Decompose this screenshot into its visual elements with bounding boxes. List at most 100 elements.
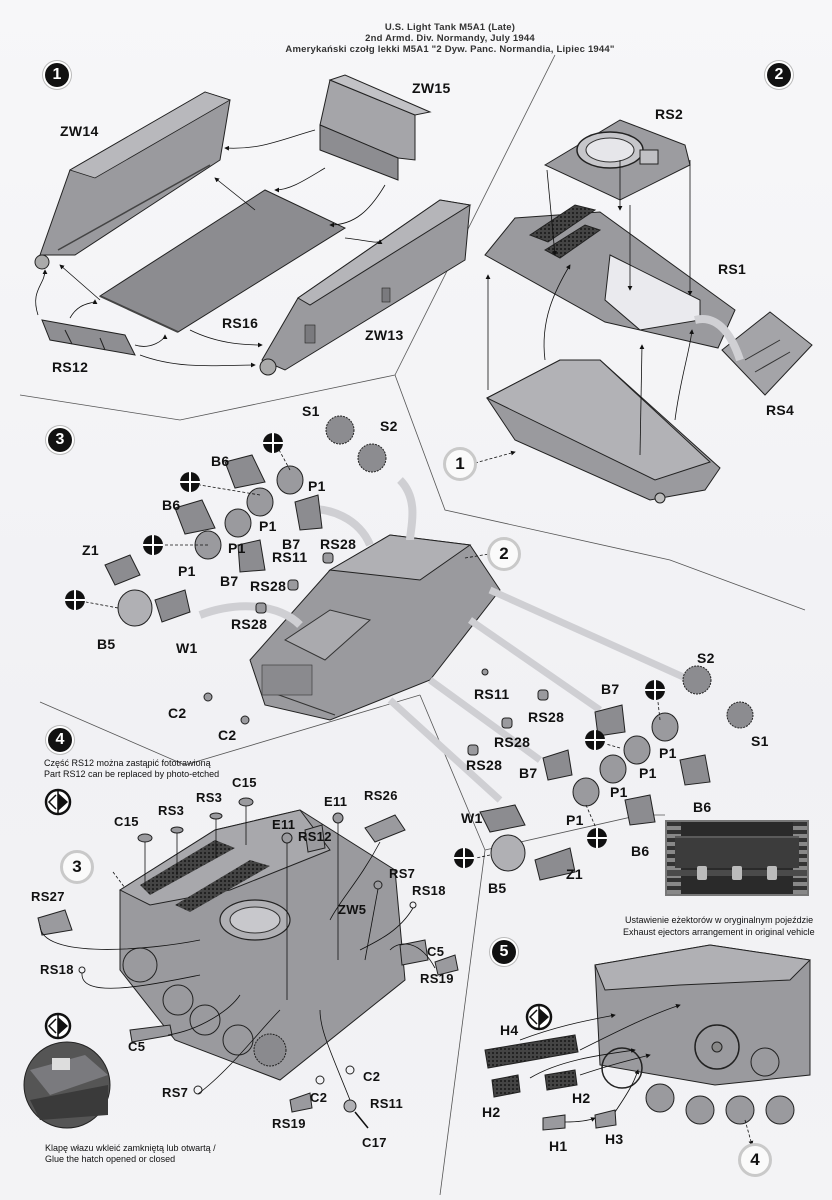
rs12-replacement-note-en: Part RS12 can be replaced by photo-etche… (44, 769, 220, 779)
rs26-part (364, 814, 406, 843)
step1-zw14-side-plate (34, 91, 231, 270)
road-wheel (224, 508, 252, 538)
small-part (481, 668, 489, 676)
bogie (542, 749, 573, 781)
flip-view-icon (525, 1003, 553, 1031)
rs3-part (209, 812, 223, 820)
step1-assembly-arrows (35, 129, 386, 368)
part-label-rs28: RS28 (466, 757, 503, 773)
part-label-rs28: RS28 (231, 616, 268, 632)
flip-view-icon (44, 788, 72, 816)
subassembly-ref-1: 1 (443, 447, 477, 481)
idler-wheel (117, 589, 153, 627)
header-subtitle: 2nd Armd. Div. Normandy, July 1944 (365, 33, 535, 44)
step5-exhaust-parts (484, 1034, 617, 1131)
step3-hull-assembly (249, 534, 501, 721)
part-label-rs26: RS26 (364, 788, 398, 803)
rs12-part (304, 824, 326, 853)
part-label-b6: B6 (631, 843, 650, 859)
cross-circle-icon (645, 680, 665, 700)
step3-right-flow-arrows (387, 586, 692, 803)
part-label-zw15: ZW15 (412, 80, 451, 96)
road-wheel (246, 487, 274, 517)
hatch-note-en: Glue the hatch opened or closed (45, 1154, 176, 1164)
step1-zw13-side-plate (259, 199, 472, 376)
part-label-b7: B7 (282, 536, 301, 552)
part-label-rs7: RS7 (389, 866, 416, 881)
part-label-b7: B7 (220, 573, 239, 589)
bogie (624, 794, 656, 826)
bogie (679, 754, 711, 786)
part-label-rs7: RS7 (162, 1085, 189, 1100)
part-label-p1: P1 (178, 563, 196, 579)
rs18-part (409, 901, 417, 909)
part-label-p1: P1 (610, 784, 628, 800)
part-label-z1: Z1 (566, 866, 583, 882)
part-label-rs11: RS11 (474, 686, 510, 702)
bolt (322, 552, 334, 564)
step-number-2: 2 (767, 63, 791, 87)
step3-left-bolts (203, 552, 334, 725)
step1-rs12-front-bar (41, 319, 136, 356)
part-label-e11: E11 (324, 794, 348, 809)
rs27-part (37, 909, 73, 936)
road-wheel (623, 735, 651, 765)
idler-arm (479, 804, 526, 833)
step4-tank-hull (118, 809, 406, 1081)
part-label-rs11: RS11 (370, 1096, 404, 1111)
cross-circle-icon (454, 848, 474, 868)
part-label-h3: H3 (605, 1131, 624, 1147)
part-label-zw13: ZW13 (365, 327, 404, 343)
e11-part (281, 832, 293, 844)
h2-ejector (544, 1069, 578, 1091)
bolt (255, 602, 267, 614)
exhaust-ejectors-reference-photo (665, 820, 809, 896)
cross-circle-icon (143, 535, 163, 555)
part-label-zw5: ZW5 (338, 902, 367, 917)
step3-right-bogies (479, 704, 711, 881)
flip-view-icon (44, 1012, 72, 1040)
part-label-p1: P1 (639, 765, 657, 781)
part-label-rs2: RS2 (655, 106, 684, 122)
part-label-rs19: RS19 (420, 971, 454, 986)
h4-ejector (484, 1034, 579, 1069)
step2-lower-hull (485, 359, 721, 504)
divider-step2-bottom (394, 374, 806, 611)
part-label-s2: S2 (697, 650, 715, 666)
bogie (224, 454, 266, 489)
step3-left-sprockets (325, 415, 387, 473)
step-number-5: 5 (492, 940, 516, 964)
part-label-rs18: RS18 (412, 883, 446, 898)
c5-part (399, 939, 429, 966)
part-label-rs19: RS19 (272, 1116, 306, 1131)
idler-axle (534, 847, 576, 881)
sprocket (726, 701, 754, 729)
part-label-w1: W1 (461, 810, 483, 826)
step3-assembly-arrows (85, 447, 661, 859)
part-label-p1: P1 (308, 478, 326, 494)
bolt (287, 579, 299, 591)
part-label-c15: C15 (232, 775, 257, 790)
photo-caption-pl: Ustawienie eżektorów w oryginalnym pojeź… (625, 915, 814, 925)
h2-ejector (491, 1074, 521, 1098)
part-label-c2: C2 (310, 1090, 328, 1105)
part-label-b6: B6 (693, 799, 712, 815)
step-number-3: 3 (48, 428, 72, 452)
part-label-b5: B5 (488, 880, 507, 896)
step5-assembly-arrows (519, 1003, 754, 1146)
header-title: U.S. Light Tank M5A1 (Late) (384, 22, 516, 33)
c5-part (129, 1024, 173, 1043)
cross-circle-icon (263, 433, 283, 453)
part-label-h2: H2 (572, 1090, 591, 1106)
road-wheel (572, 777, 600, 807)
sprocket (682, 665, 712, 695)
part-label-z1: Z1 (82, 542, 99, 558)
bogie (294, 494, 323, 531)
rs12-replacement-note-pl: Część RS12 można zastąpić fototrawioną (44, 758, 211, 768)
step3-right-road-wheels (490, 712, 679, 872)
step1-rs16-floor-plate (98, 189, 347, 333)
step-number-4: 4 (48, 728, 72, 752)
step-number-1: 1 (45, 63, 69, 87)
bolt (467, 744, 479, 756)
